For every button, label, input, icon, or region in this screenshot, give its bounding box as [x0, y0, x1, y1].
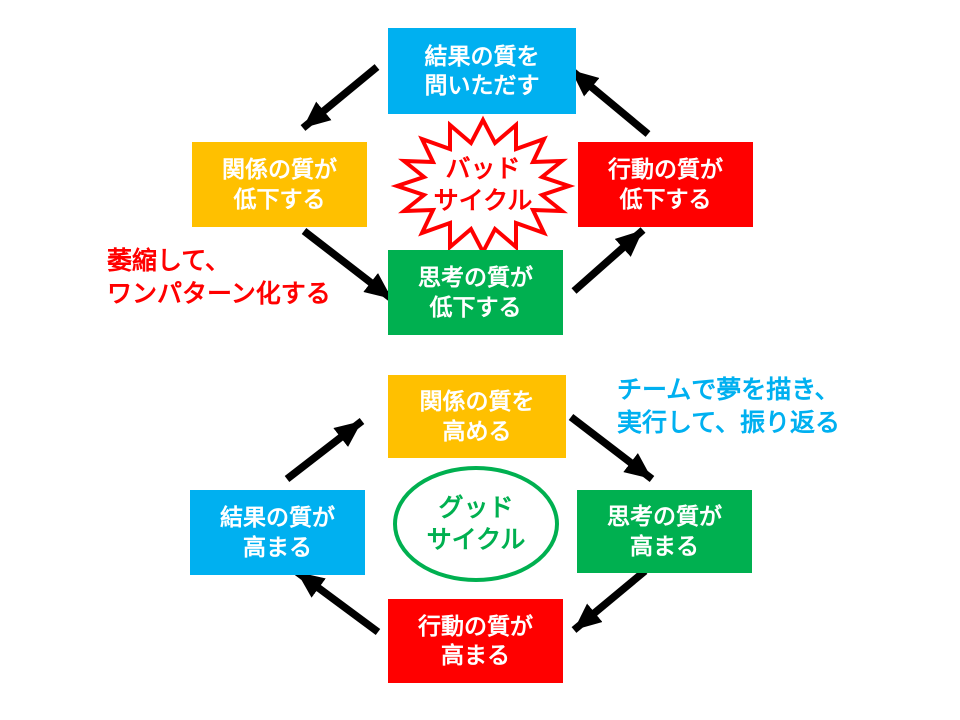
bad-relation-line1: 関係の質が: [222, 156, 337, 183]
good-caption-line2: 実行して、振り返る: [617, 408, 841, 437]
good-cycle-box-thinking: 思考の質が 高まる: [577, 490, 752, 573]
good-cycle-box-result: 結果の質が 高まる: [190, 490, 365, 575]
bad-result-line1: 結果の質を: [424, 42, 540, 69]
arrow-good-thinking-to-action: [571, 568, 648, 633]
good-cycle-box-action: 行動の質が 高まる: [388, 599, 563, 683]
good-result-line2: 高まる: [243, 533, 312, 560]
good-thinking-line2: 高まる: [630, 532, 699, 559]
good-cycle-label-line1: グッド: [438, 494, 514, 522]
arrow-bad-action-to-result: [568, 67, 651, 137]
bad-caption-line1: 萎縮して、: [107, 247, 231, 275]
good-relation-line1: 関係の質を: [419, 388, 535, 415]
bad-cycle-label-line1: バッド: [445, 155, 521, 183]
bad-cycle-box-result: 結果の質を 問いただす: [388, 28, 576, 114]
arrow-good-result-to-relation: [284, 418, 365, 482]
arrow-good-action-to-result: [294, 568, 381, 636]
bad-action-line2: 低下する: [619, 185, 712, 212]
good-caption-line1: チームで夢を描き、: [617, 376, 840, 404]
good-cycle-caption: チームで夢を描き、 実行して、振り返る: [617, 374, 840, 439]
bad-cycle-caption: 萎縮して、 ワンパターン化する: [107, 245, 331, 310]
arrow-good-relation-to-thinking: [568, 414, 655, 482]
arrow-bad-thinking-to-action: [571, 227, 646, 294]
bad-cycle-box-relation: 関係の質が 低下する: [192, 142, 367, 227]
good-relation-line2: 高める: [442, 417, 512, 444]
bad-thinking-line2: 低下する: [429, 293, 522, 320]
good-cycle-ellipse-shape: [393, 466, 559, 582]
bad-cycle-label: バッド サイクル: [393, 153, 573, 217]
bad-thinking-line1: 思考の質が: [418, 264, 533, 291]
arrow-bad-relation-to-thinking: [301, 228, 395, 302]
arrow-bad-result-to-relation: [300, 64, 380, 131]
bad-result-line2: 問いただす: [424, 72, 540, 98]
bad-cycle-box-action: 行動の質が 低下する: [578, 142, 753, 227]
bad-caption-line2: ワンパターン化する: [107, 279, 331, 308]
good-action-line2: 高まる: [441, 642, 510, 668]
good-cycle-label-line2: サイクル: [426, 526, 526, 554]
good-thinking-line1: 思考の質が: [607, 503, 722, 530]
bad-cycle-box-thinking: 思考の質が 低下する: [388, 250, 563, 335]
bad-relation-line2: 低下する: [233, 185, 326, 212]
bad-cycle-label-line2: サイクル: [433, 187, 533, 215]
good-result-line1: 結果の質が: [220, 504, 335, 531]
good-cycle-label: グッド サイクル: [386, 492, 566, 556]
good-cycle-box-relation: 関係の質を 高める: [388, 375, 566, 458]
good-action-line1: 行動の質が: [418, 612, 533, 639]
bad-action-line1: 行動の質が: [608, 156, 723, 183]
